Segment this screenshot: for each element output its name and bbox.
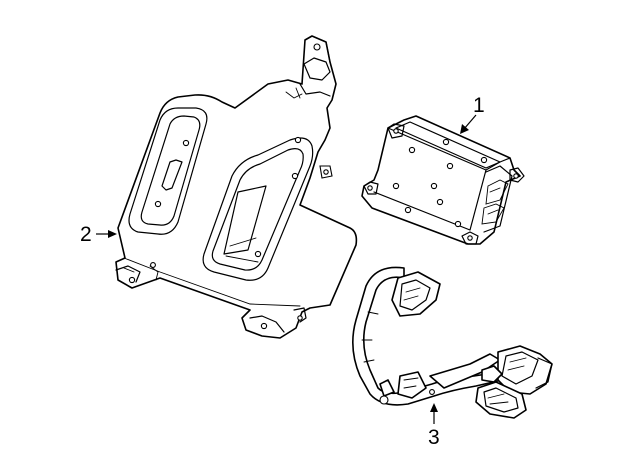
callout-label-1: 1: [473, 94, 485, 117]
mounting-bracket-part-2: [115, 35, 358, 339]
callout-1: 1: [460, 94, 485, 134]
control-module-part-1: [361, 115, 525, 245]
callout-3-arrowhead: [430, 403, 438, 412]
callout-label-2: 2: [80, 223, 92, 246]
callout-2-arrowhead: [108, 230, 117, 238]
callout-1-leader: [463, 114, 477, 130]
callout-1-arrowhead: [460, 124, 469, 134]
wire-harness-part-3: [352, 266, 553, 419]
callout-label-3: 3: [428, 426, 440, 449]
callout-3: 3: [428, 403, 440, 449]
callout-2: 2: [80, 223, 117, 246]
